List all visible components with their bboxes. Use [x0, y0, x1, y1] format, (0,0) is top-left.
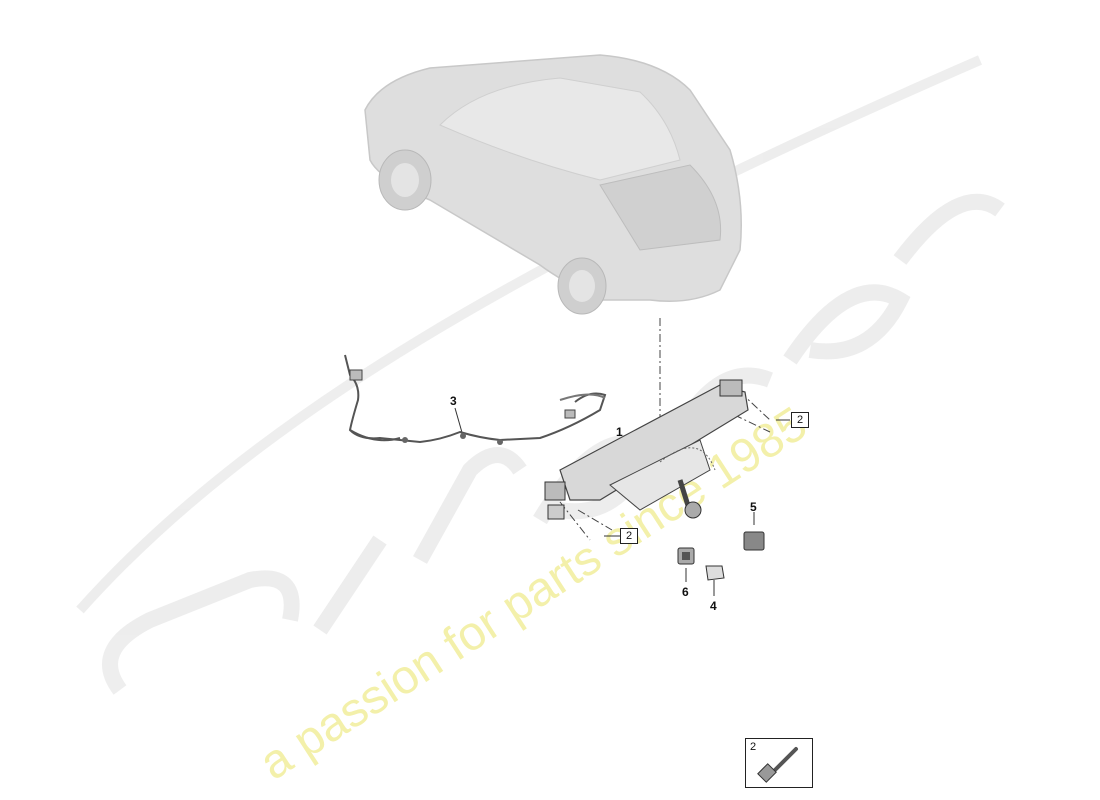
callout-part-1: 1 — [616, 425, 623, 439]
callout-part-4: 4 — [710, 599, 717, 613]
callout-part-3: 3 — [450, 394, 457, 408]
callout-part-6: 6 — [682, 585, 689, 599]
car-roof — [439, 77, 681, 181]
tow-ball — [684, 501, 702, 519]
bolt-icon — [757, 747, 798, 783]
socket-part-6 — [677, 547, 695, 565]
harness-connector-end — [564, 409, 576, 419]
legend-number: 2 — [750, 741, 757, 753]
legend-box-part-2: 2 — [745, 738, 813, 788]
car-rear-window — [599, 164, 722, 251]
ref-box-right: 2 — [791, 412, 809, 428]
ref-box-left: 2 — [620, 528, 638, 544]
callout-part-5: 5 — [750, 500, 757, 514]
socket-cover-part-5 — [743, 531, 765, 551]
cap-part-4 — [705, 565, 725, 581]
harness-connector-top — [349, 369, 363, 381]
